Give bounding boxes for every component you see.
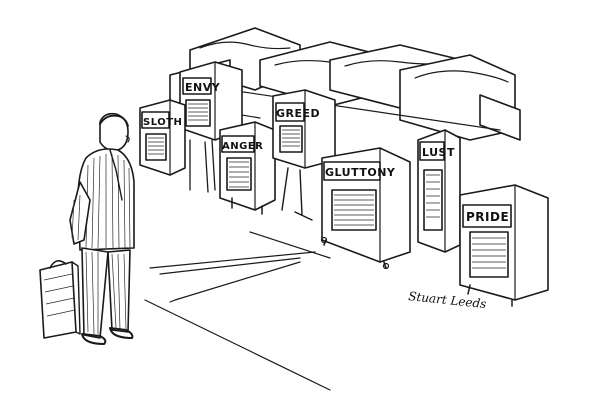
label-greed: GREED — [276, 107, 320, 120]
label-pride: PRIDE — [466, 210, 509, 224]
businessman-figure — [69, 112, 135, 345]
label-envy: ENVY — [185, 81, 221, 94]
label-gluttony: GLUTTONY — [325, 166, 396, 179]
vending-machine-anger: ANGER — [219, 121, 276, 215]
vending-machine-pride: PRIDE — [459, 184, 549, 307]
floor-lines — [144, 231, 331, 391]
label-lust: LUST — [422, 146, 455, 159]
vending-machine-sloth: SLOTH — [139, 99, 186, 176]
artist-signature: Stuart Leeds — [408, 289, 487, 311]
vending-machine-gluttony: GLUTTONY — [320, 147, 411, 270]
label-anger: ANGER — [222, 141, 263, 152]
label-sloth: SLOTH — [143, 117, 182, 128]
briefcase — [39, 260, 81, 339]
vending-machine-lust: LUST — [417, 129, 461, 253]
